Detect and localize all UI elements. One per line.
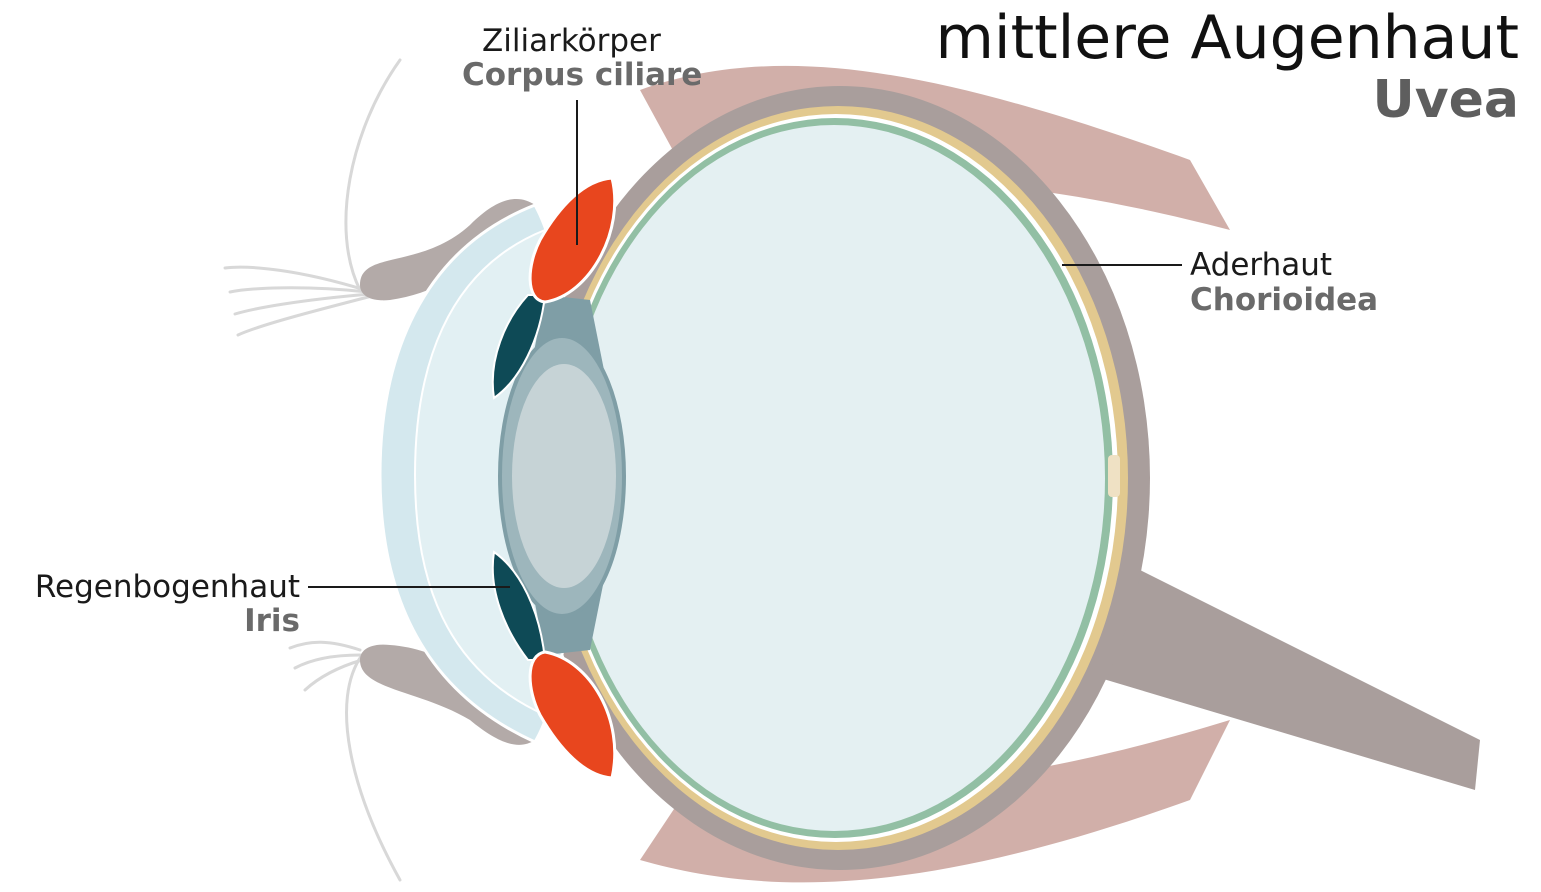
ciliary-body-label-german: Ziliarkörper	[482, 26, 661, 57]
ciliary-body-label-latin: Corpus ciliare	[462, 60, 702, 91]
lens-nucleus	[512, 364, 616, 588]
title-german: mittlere Augenhaut	[935, 8, 1519, 68]
optic-disc	[1108, 455, 1120, 497]
choroid-label-german: Aderhaut	[1190, 250, 1332, 281]
iris-label-latin: Iris	[244, 606, 300, 637]
iris-label-german: Regenbogenhaut	[35, 572, 300, 603]
vitreous-body	[563, 125, 1105, 831]
choroid-label-latin: Chorioidea	[1190, 285, 1378, 316]
title-latin: Uvea	[1373, 74, 1519, 126]
